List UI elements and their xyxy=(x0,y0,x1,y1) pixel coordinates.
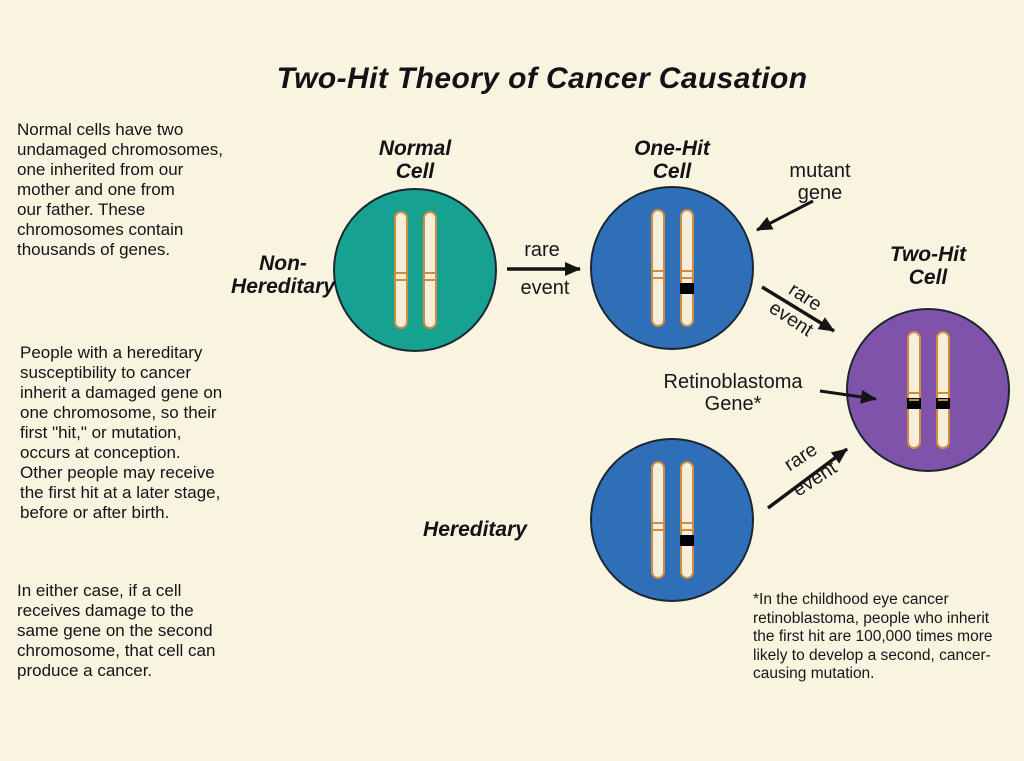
retinoblastoma-gene-label: Retinoblastoma Gene* xyxy=(663,371,803,416)
chromosome-left xyxy=(650,209,665,327)
normal-cell xyxy=(333,188,497,352)
hereditary-susceptibility-paragraph: People with a hereditary susceptibility … xyxy=(20,343,223,523)
chromosome-right xyxy=(422,211,437,329)
rare-event-label-bottom: event xyxy=(520,277,570,299)
mutant-gene-band xyxy=(935,397,950,409)
chromosome-left xyxy=(906,331,921,449)
two-hit-cell xyxy=(846,308,1010,472)
one-hit-cell xyxy=(590,186,754,350)
normal-cells-paragraph: Normal cells have two undamaged chromoso… xyxy=(17,120,224,260)
normal-cell-label: Normal Cell xyxy=(378,137,452,184)
rare-event-label-top: rare xyxy=(524,239,560,261)
two-hit-cell-label: Two-Hit Cell xyxy=(889,243,967,290)
hereditary-label: Hereditary xyxy=(423,518,527,541)
retinoblastoma-footnote: *In the childhood eye cancer retinoblast… xyxy=(753,591,993,683)
chromosome-right xyxy=(679,209,694,327)
diagram-title: Two-Hit Theory of Cancer Causation xyxy=(276,62,808,95)
one-hit-cell-label: One-Hit Cell xyxy=(634,137,710,184)
mutant-gene-arrow xyxy=(756,199,814,232)
mutant-gene-label: mutant gene xyxy=(789,160,851,205)
chromosome-right xyxy=(679,461,694,579)
rare-event-label-upper-diagonal: rare event xyxy=(764,278,826,342)
hereditary-cell xyxy=(590,438,754,602)
rare-event-label-lower-diagonal: rare event xyxy=(780,438,842,502)
mutant-gene-band xyxy=(679,282,694,294)
chromosome-left xyxy=(650,461,665,579)
chromosome-right xyxy=(935,331,950,449)
non-hereditary-label: Non- Hereditary xyxy=(231,252,335,299)
mutant-gene-band xyxy=(906,397,921,409)
mutant-gene-band xyxy=(679,534,694,546)
second-hit-paragraph: In either case, if a cell receives damag… xyxy=(17,581,216,681)
chromosome-left xyxy=(393,211,408,329)
